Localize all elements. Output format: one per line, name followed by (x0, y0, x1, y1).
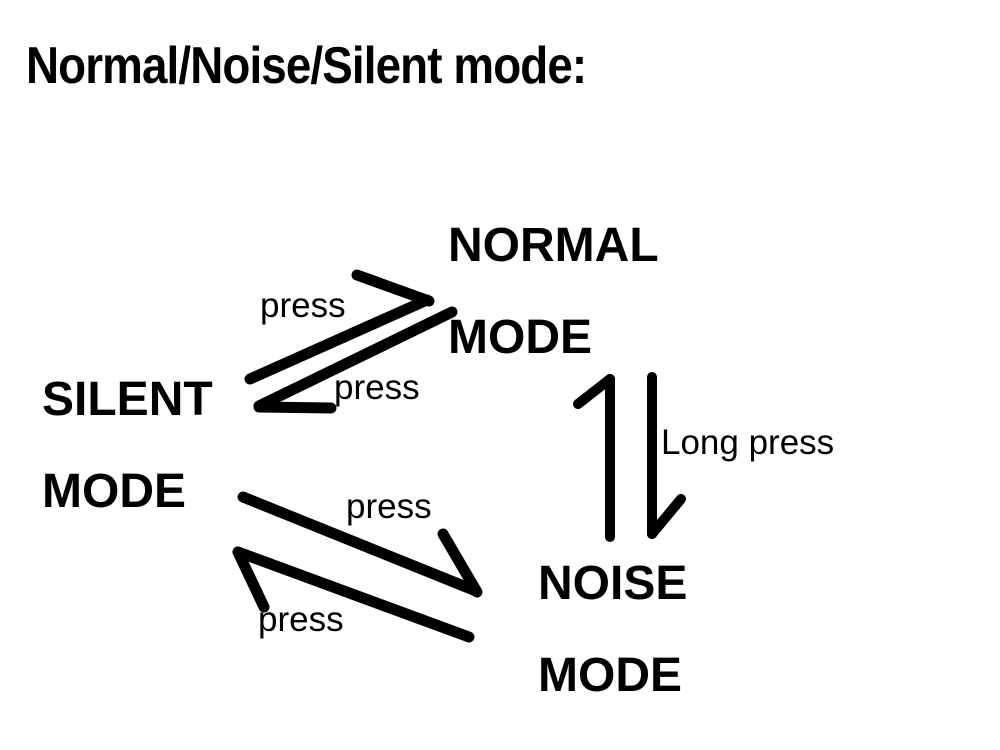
node-silent-mode-line2: MODE (42, 465, 186, 518)
edge-label-silent-to-normal: press (260, 286, 346, 325)
arrow-silent-to-normal (244, 269, 435, 385)
arrow-normal-to-noise (647, 372, 686, 539)
node-noise-mode-line2: MODE (538, 649, 682, 702)
arrow-normal-to-silent (253, 306, 458, 414)
arrow-noise-to-normal (573, 374, 615, 542)
node-noise-mode-line1: NOISE (538, 557, 688, 610)
arrow-silent-to-noise (237, 491, 483, 598)
node-normal-mode: NORMAL MODE (448, 222, 659, 362)
edge-label-silent-to-noise: press (346, 487, 432, 526)
edge-label-normal-to-silent: press (334, 368, 420, 407)
edge-label-normal-to-noise: Long press (661, 423, 835, 462)
node-silent-mode-line1: SILENT (42, 373, 213, 426)
page-title: Normal/Noise/Silent mode: (26, 37, 587, 95)
node-noise-mode: NOISE MODE (538, 560, 687, 700)
edge-label-noise-to-silent: press (258, 600, 344, 639)
node-normal-mode-line1: NORMAL (448, 219, 659, 272)
arrow-noise-to-silent (232, 546, 475, 643)
node-silent-mode: SILENT MODE (42, 376, 213, 516)
node-normal-mode-line2: MODE (448, 311, 592, 364)
